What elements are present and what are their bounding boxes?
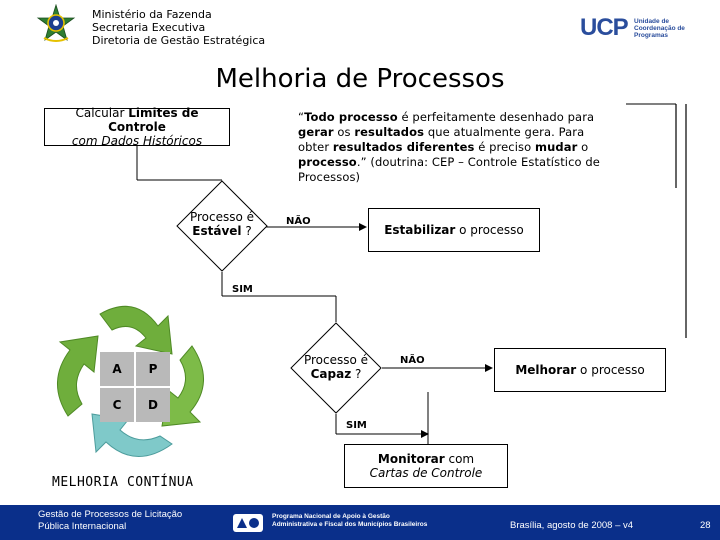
capable-bold: Capaz xyxy=(310,367,352,381)
stabilize-label: Estabilizar o processo xyxy=(384,223,524,237)
header-line-secretariat: Secretaria Executiva xyxy=(92,21,206,34)
limits-bold-label: Limites de Controle xyxy=(108,106,199,134)
quote-bold-6: processo xyxy=(298,155,357,169)
calculate-label: Calcular xyxy=(75,106,129,120)
page-number: 28 xyxy=(700,520,711,531)
decision-capable-line2: Capaz ? xyxy=(311,367,362,381)
quote-bold-2: gerar xyxy=(298,125,334,139)
pnafm-logo xyxy=(232,512,264,534)
pdca-cell-d: D xyxy=(136,388,170,422)
stabilize-rest: o processo xyxy=(455,223,524,237)
ucp-sub-line2: Coordenação de xyxy=(634,25,685,32)
monitor-rest: com xyxy=(444,452,475,466)
footer-left-line2: Pública Internacional xyxy=(38,521,127,532)
quote-text-6: o xyxy=(577,140,589,154)
label-sim-2: SIM xyxy=(346,420,367,431)
improve-rest: o processo xyxy=(576,363,645,377)
improve-box: Melhorar o processo xyxy=(494,348,666,392)
footer-program-text: Programa Nacional de Apoio à Gestão Admi… xyxy=(272,513,427,529)
quote-text-4: que atualmente gera. Para obter xyxy=(298,125,585,154)
quote-bold-3: resultados xyxy=(354,125,425,139)
ucp-logo-subtitle: Unidade de Coordenação de Programas xyxy=(634,18,685,39)
ucp-logo: UCP Unidade de Coordenação de Programas xyxy=(580,14,690,42)
pdca-arrows xyxy=(57,305,204,457)
stabilize-bold: Estabilizar xyxy=(384,223,456,237)
quote-text-5: é preciso xyxy=(474,140,536,154)
footer-left-text: Gestão de Processos de Licitação Pública… xyxy=(38,509,182,533)
coat-of-arms-logo xyxy=(36,3,76,44)
decision-capable-diamond: Processo é Capaz ? xyxy=(290,322,382,414)
ucp-sub-line3: Programas xyxy=(634,32,668,39)
decision-stable-text: Processo é Estável ? xyxy=(176,210,268,238)
monitor-bold: Monitorar xyxy=(377,452,445,466)
improve-bold: Melhorar xyxy=(515,363,577,377)
footer-date: Brasília, agosto de 2008 – v4 xyxy=(510,520,634,531)
process-quote: “Todo processo é perfeitamente desenhado… xyxy=(298,110,618,185)
header-line-ministry: Ministério da Fazenda xyxy=(92,8,212,21)
label-nao-1: NÃO xyxy=(286,216,311,227)
monitor-box: Monitorar com Cartas de Controle xyxy=(344,444,508,488)
label-sim-1: SIM xyxy=(232,284,253,295)
header-ministry-text: Ministério da Fazenda Secretaria Executi… xyxy=(92,8,265,47)
calculate-limits-line1: Calcular Limites de Controle xyxy=(45,106,229,134)
decision-stable-diamond: Processo é Estável ? xyxy=(176,180,268,272)
monitor-line2: Cartas de Controle xyxy=(369,466,483,480)
diamond-shape-2 xyxy=(290,322,382,414)
footer-bar: Gestão de Processos de Licitação Pública… xyxy=(0,505,720,540)
decision-capable-text: Processo é Capaz ? xyxy=(290,353,382,381)
page-title: Melhoria de Processos xyxy=(215,64,505,94)
monitor-line1: Monitorar com xyxy=(378,452,474,466)
stabilize-box: Estabilizar o processo xyxy=(368,208,540,252)
label-nao-2: NÃO xyxy=(400,355,425,366)
decision-stable-line2: Estável ? xyxy=(192,224,251,238)
calculate-limits-line2: com Dados Históricos xyxy=(71,134,203,148)
quote-bold-1: Todo processo xyxy=(304,110,398,124)
capable-q: ? xyxy=(351,367,362,381)
pdca-cell-p: P xyxy=(136,352,170,386)
quote-text-7: .” (doutrina: CEP – Controle Estatístico… xyxy=(298,155,600,184)
pdca-cycle-graphic: A P C D xyxy=(40,286,230,478)
footer-program-line2: Administrativa e Fiscal dos Municípios B… xyxy=(272,521,428,528)
decision-capable-line1: Processo é xyxy=(303,353,369,367)
diamond-shape xyxy=(176,180,268,272)
header-line-directorate: Diretoria de Gestão Estratégica xyxy=(92,34,266,47)
ucp-sub-line1: Unidade de xyxy=(634,18,670,25)
quote-open: “ xyxy=(298,110,305,124)
quote-bold-5: mudar xyxy=(535,140,578,154)
stable-q: ? xyxy=(241,224,252,238)
stable-bold: Estável xyxy=(192,224,242,238)
pdca-cell-a: A xyxy=(100,352,134,386)
footer-program-line1: Programa Nacional de Apoio à Gestão xyxy=(272,513,390,520)
quote-bold-4: resultados diferentes xyxy=(332,140,475,154)
quote-text-2: é perfeitamente desenhado para xyxy=(397,110,595,124)
pdca-cell-c: C xyxy=(100,388,134,422)
decision-stable-line1: Processo é xyxy=(189,210,255,224)
quote-text-3: os xyxy=(333,125,355,139)
ucp-logo-text: UCP xyxy=(580,14,629,41)
footer-left-line1: Gestão de Processos de Licitação xyxy=(38,509,183,520)
improve-label: Melhorar o processo xyxy=(515,363,644,377)
pdca-caption: MELHORIA CONTÍNUA xyxy=(52,475,194,490)
calculate-limits-box: Calcular Limites de Controle com Dados H… xyxy=(44,106,230,148)
